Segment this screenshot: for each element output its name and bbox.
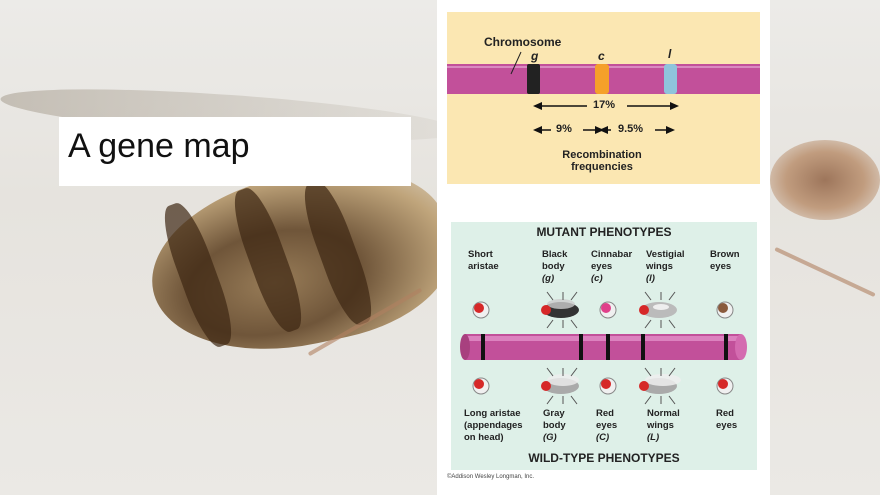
chromosome-cylinder — [460, 334, 747, 360]
caption-line-1: Recombination — [562, 149, 642, 161]
fly-normal-wings-icon — [639, 367, 681, 405]
fly-head-brown-eyes-icon — [716, 301, 734, 319]
wild-type-phenotypes-title: WILD-TYPE PHENOTYPES — [528, 451, 680, 465]
arrowhead — [533, 126, 542, 134]
fly-head-cinnabar-eyes-icon — [599, 301, 617, 319]
g-c-distance-label: 9% — [556, 123, 572, 135]
fly-head-long-aristae-icon — [472, 377, 490, 395]
arrowhead — [599, 126, 608, 134]
fly-vestigial-wings-icon — [639, 291, 677, 329]
gene-band-c — [595, 64, 609, 94]
gene-band-l — [664, 64, 677, 94]
title-box: A gene map — [59, 117, 411, 186]
fly-head-red-eyes-icon — [599, 377, 617, 395]
arrowhead — [666, 126, 675, 134]
chromosome-diagram — [447, 51, 760, 134]
gene-band-g — [527, 64, 540, 94]
caption-line-2: frequencies — [571, 161, 633, 173]
gene-label-l: l — [668, 47, 672, 61]
gene-label-c: c — [598, 49, 605, 63]
chromosome-pointer — [510, 51, 522, 75]
fly-head-shape — [770, 140, 880, 220]
total-distance-label: 17% — [593, 99, 616, 111]
fly-gray-body-icon — [541, 367, 579, 405]
mutant-phenotypes-title: MUTANT PHENOTYPES — [536, 225, 672, 239]
chromosome-label: Chromosome — [484, 35, 562, 49]
arrowhead — [670, 102, 679, 110]
fly-black-body-icon — [541, 291, 579, 329]
gene-label-g: g — [531, 49, 539, 63]
arrowhead — [533, 102, 542, 110]
fly-head-short-aristae-icon — [472, 301, 490, 319]
fly-leg — [774, 246, 876, 298]
gene-map-figure: Chromosome g c l 17% 9% 9.5% Recombinati… — [437, 0, 770, 495]
copyright-notice: ©Addison Wesley Longman, Inc. — [447, 474, 535, 480]
slide-title: A gene map — [68, 127, 250, 165]
fly-head-red-eyes-2-icon — [716, 377, 734, 395]
phenotype-diagram — [460, 291, 747, 405]
recombination-panel: Chromosome g c l 17% 9% 9.5% Recombinati… — [447, 12, 760, 184]
c-l-distance-label: 9.5% — [618, 123, 644, 135]
caption-recombination: Recombination frequencies — [542, 149, 662, 173]
